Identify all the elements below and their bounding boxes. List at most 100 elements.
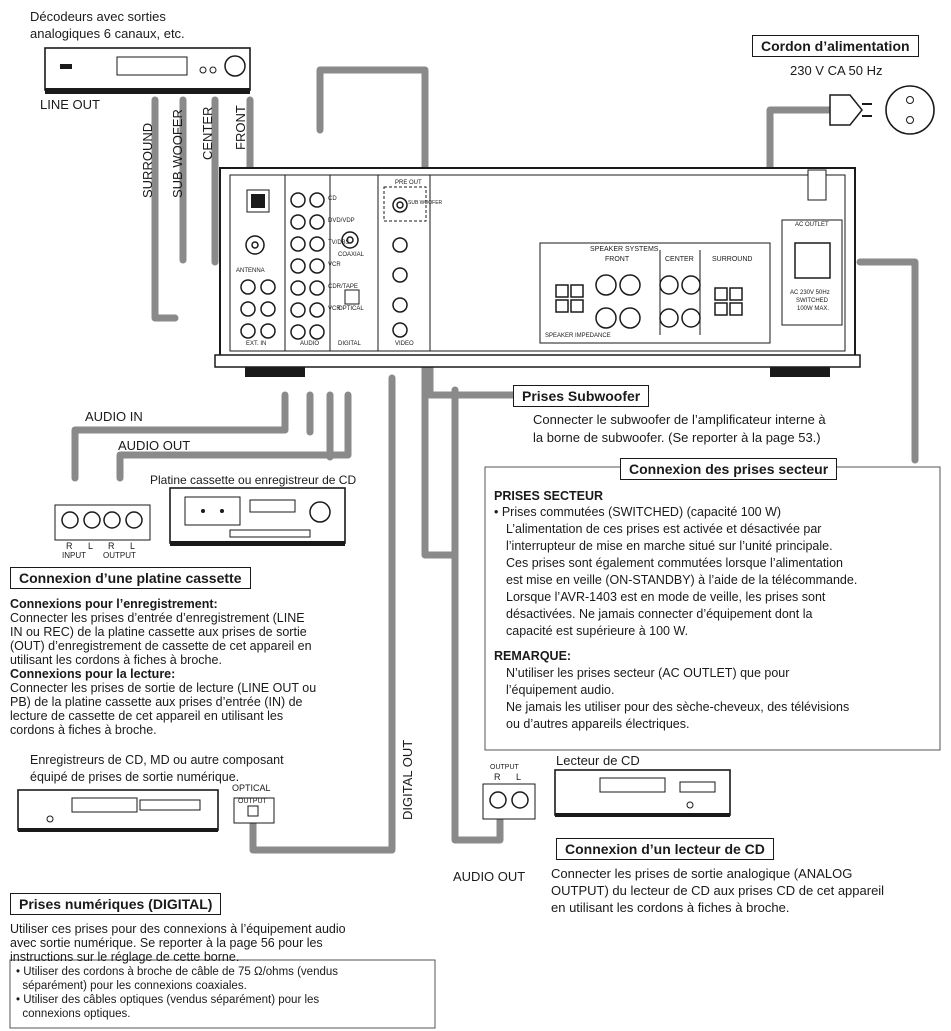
ac-remark-1: N’utiliser les prises secteur (AC OUTLET… xyxy=(506,666,790,680)
cable-audio-out xyxy=(116,391,352,482)
digital-recorder-caption-1: Enregistreurs de CD, MD ou autre composa… xyxy=(30,753,284,767)
cd-player-r: R xyxy=(494,772,501,782)
cassette-play-1: Connecter les prises de sortie de lectur… xyxy=(10,681,317,695)
cassette-r-out: R xyxy=(108,541,115,551)
panel-sub-woofer: SUB WOOFER xyxy=(408,200,443,206)
cassette-jack-panel xyxy=(54,504,151,541)
decoder-line-out: LINE OUT xyxy=(40,97,100,112)
cable-label-front: FRONT xyxy=(233,105,248,150)
cassette-rec-1: Connecter les prises d’entrée d’enregist… xyxy=(10,611,305,625)
panel-jack-tv: TV/DBS xyxy=(328,240,350,246)
cassette-title: Connexion d’une platine cassette xyxy=(10,567,251,589)
panel-speaker-impedance: SPEAKER IMPEDANCE xyxy=(545,333,611,339)
cassette-output: OUTPUT xyxy=(103,551,136,560)
cable-audio-in xyxy=(71,391,289,482)
ac-remark-heading: REMARQUE: xyxy=(494,649,572,663)
decoder-device xyxy=(44,47,251,94)
cable-surround xyxy=(151,96,179,322)
panel-ac-spec-3: 100W MAX. xyxy=(797,306,830,312)
cassette-rec-2: IN ou REC) de la platine cassette aux pr… xyxy=(10,625,307,639)
ac-line-6: désactivées. Ne jamais connecter d’équip… xyxy=(506,607,813,621)
digital-out-label: DIGITAL OUT xyxy=(400,739,415,820)
ac-remark-3: Ne jamais les utiliser pour des sèche-ch… xyxy=(506,700,850,714)
ac-line-1: L’alimentation de ces prises est activée… xyxy=(506,522,822,536)
cassette-play-2: PB) de la platine cassette aux prises d’… xyxy=(10,695,303,709)
panel-digital: DIGITAL xyxy=(338,341,361,347)
ac-line-2: l’interrupteur de mise en marche situé s… xyxy=(506,539,833,553)
cd-player-output: OUTPUT xyxy=(490,764,519,771)
cd-player-title: Connexion d’un lecteur de CD xyxy=(556,838,774,860)
cable-digital-out xyxy=(249,374,396,854)
ac-title: Connexion des prises secteur xyxy=(620,458,838,480)
cassette-r-in: R xyxy=(66,541,73,551)
panel-surround: SURROUND xyxy=(712,256,753,263)
cassette-input: INPUT xyxy=(62,551,86,560)
power-voltage: 230 V CA 50 Hz xyxy=(790,63,883,78)
audio-out-label: AUDIO OUT xyxy=(118,438,191,453)
cd-player-l: L xyxy=(516,772,522,782)
cd-player xyxy=(482,769,731,820)
ac-remark-4: ou d’autres appareils électriques. xyxy=(506,717,690,731)
digital-notes-frame xyxy=(9,959,436,1029)
panel-jack-cdr-tape: CDR/TAPE xyxy=(328,284,358,290)
cable-ac-outlet xyxy=(856,258,919,464)
panel-audio: AUDIO xyxy=(300,341,320,347)
cable-cd-player xyxy=(451,386,504,844)
digital-line-3: instructions sur le réglage de cette bor… xyxy=(10,950,240,964)
decoder-caption-1: Décodeurs avec sorties xyxy=(30,9,166,24)
cassette-rec-3: (OUT) d’enregistrement de cassette de ce… xyxy=(10,639,312,653)
cd-player-caption: Lecteur de CD xyxy=(556,753,640,768)
cd-audio-out: AUDIO OUT xyxy=(453,869,526,884)
ac-bullet: • Prises commutées (SWITCHED) (capacité … xyxy=(494,505,782,519)
cassette-play-heading: Connexions pour la lecture: xyxy=(10,667,176,681)
subwoofer-text-1: Connecter le subwoofer de l’amplificateu… xyxy=(533,412,826,427)
panel-ac-spec-2: SWITCHED xyxy=(796,298,828,304)
cassette-rec-heading: Connexions pour l’enregistrement: xyxy=(10,597,218,611)
cable-label-surround: SURROUND xyxy=(140,122,155,198)
panel-pre-out: PRE OUT xyxy=(395,180,422,186)
cable-loop-top xyxy=(316,66,459,559)
digital-recorder-optical: OPTICAL xyxy=(232,783,271,793)
ac-remark-2: l’équipement audio. xyxy=(506,683,615,697)
cable-label-center: CENTER xyxy=(200,106,215,160)
receiver-rear-panel xyxy=(214,167,861,377)
panel-speaker-systems: SPEAKER SYSTEMS xyxy=(590,246,659,253)
panel-center: CENTER xyxy=(665,256,694,263)
cassette-deck xyxy=(169,487,346,546)
panel-antenna: ANTENNA xyxy=(236,268,265,274)
digital-recorder-caption-2: équipé de prises de sortie numérique. xyxy=(30,770,240,784)
ac-line-3: Ces prises sont également commutées lors… xyxy=(506,556,843,570)
cassette-l-in: L xyxy=(88,541,94,551)
cd-player-line-3: en utilisant les cordons à fiches à broc… xyxy=(551,900,790,915)
panel-jack-vcr-2: VCR xyxy=(328,306,341,312)
cable-label-sub-woofer: SUB WOOFER xyxy=(170,109,185,198)
panel-ext-in: EXT. IN xyxy=(246,341,267,347)
panel-optical: OPTICAL xyxy=(338,306,364,312)
digital-note-3: • Utiliser des câbles optiques (vendus s… xyxy=(16,994,320,1006)
cassette-l-out: L xyxy=(130,541,136,551)
cassette-play-4: cordons à fiches à broche. xyxy=(10,723,157,737)
panel-jack-vcr: VCR xyxy=(328,262,341,268)
audio-in-label: AUDIO IN xyxy=(85,409,143,424)
ac-line-4: est mise en veille (ON-STANDBY) à l’aide… xyxy=(506,573,858,587)
decoder-caption-2: analogiques 6 canaux, etc. xyxy=(30,26,185,41)
ac-heading: PRISES SECTEUR xyxy=(494,489,604,503)
panel-coaxial: COAXIAL xyxy=(338,252,365,258)
digital-title: Prises numériques (DIGITAL) xyxy=(10,893,222,915)
panel-ac-outlet: AC OUTLET xyxy=(795,222,829,228)
digital-recorder xyxy=(17,789,275,832)
cassette-play-3: lecture de cassette de cet appareil en u… xyxy=(10,709,284,723)
panel-ac-spec-1: AC 230V 50Hz xyxy=(790,290,830,296)
cd-player-line-2: OUTPUT) du lecteur de CD aux prises CD d… xyxy=(551,883,885,898)
power-plug xyxy=(829,85,935,135)
cd-player-line-1: Connecter les prises de sortie analogiqu… xyxy=(551,866,853,881)
cassette-caption: Platine cassette ou enregistreur de CD xyxy=(150,473,357,487)
panel-video: VIDEO xyxy=(395,341,414,347)
digital-note-1: • Utiliser des cordons à broche de câble… xyxy=(16,966,339,978)
ac-line-5: Lorsque l’AVR-1403 est en mode de veille… xyxy=(506,590,826,604)
panel-front: FRONT xyxy=(605,256,630,263)
digital-note-2: séparément) pour les connexions coaxiale… xyxy=(16,980,247,992)
digital-note-4: connexions optiques. xyxy=(16,1008,131,1020)
ac-line-7: capacité est supérieure à 100 W. xyxy=(506,624,689,638)
